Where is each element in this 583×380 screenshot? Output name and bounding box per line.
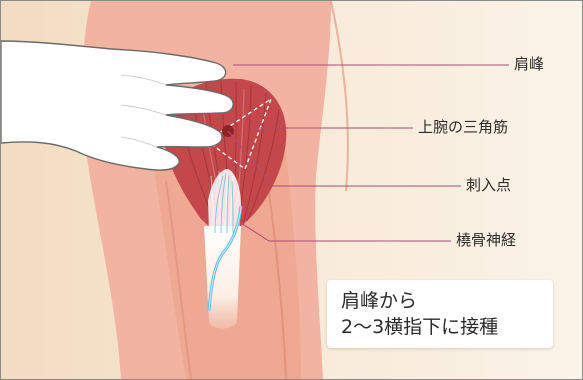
humerus-bone xyxy=(204,226,241,329)
caption-box: 肩峰から 2〜3横指下に接種 xyxy=(327,280,553,348)
caption-line-1: 肩峰から xyxy=(341,292,417,311)
label-acromion: 肩峰 xyxy=(514,57,544,72)
caption-line-2: 2〜3横指下に接種 xyxy=(341,318,498,337)
label-radial-nerve: 橈骨神経 xyxy=(456,233,516,248)
label-injection-point: 刺入点 xyxy=(466,178,511,193)
label-deltoid: 上腕の三角筋 xyxy=(418,120,508,135)
